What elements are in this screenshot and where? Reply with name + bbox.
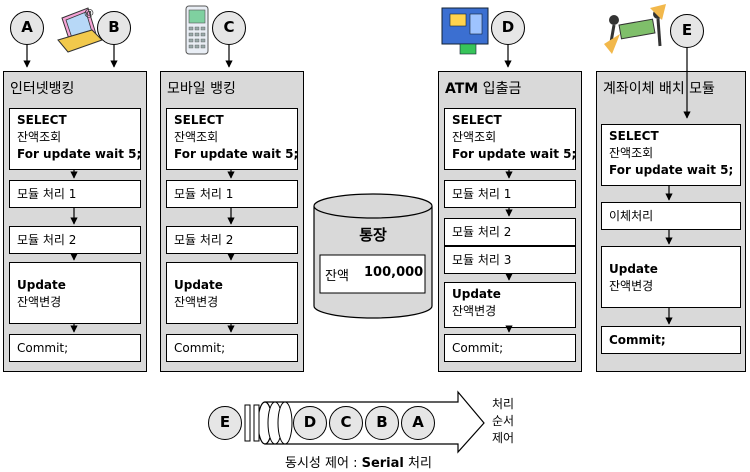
update-desc: 잔액변경 <box>174 295 219 309</box>
commit-box: Commit; <box>444 334 576 362</box>
update-desc: 잔액변경 <box>17 295 62 309</box>
select-lock-clause: For update wait 5; <box>452 147 576 161</box>
select-lock-clause: For update wait 5; <box>609 163 734 177</box>
select-box: SELECT 잔액조회 For update wait 5; <box>9 108 141 170</box>
atm-panel: ATM 입출금 SELECT 잔액조회 For update wait 5; 모… <box>438 71 582 372</box>
module-1-box: 모듈 처리 1 <box>444 180 576 208</box>
select-lock-clause: For update wait 5; <box>174 147 298 161</box>
select-keyword: SELECT <box>452 113 502 127</box>
label-e-circle: E <box>670 14 704 48</box>
label-c-circle: C <box>212 11 246 45</box>
update-desc: 잔액변경 <box>452 304 497 318</box>
label-b-circle: B <box>97 11 131 45</box>
panel-title: ATM 입출금 <box>445 78 521 98</box>
update-box: Update 잔액변경 <box>166 262 298 324</box>
queue-b-circle: B <box>365 406 399 440</box>
select-box: SELECT 잔액조회 For update wait 5; <box>601 124 741 186</box>
queue-c-circle: C <box>329 406 363 440</box>
queue-a-circle: A <box>401 406 435 440</box>
module-1-box: 모듈 처리 1 <box>9 180 141 208</box>
side-label-line3: 제어 <box>492 431 515 445</box>
panel-title-rest: 입출금 <box>478 81 522 97</box>
update-box: Update 잔액변경 <box>9 262 141 324</box>
label-a-circle: A <box>10 11 44 45</box>
commit-box: Commit; <box>9 334 141 362</box>
svg-text:@: @ <box>84 8 94 19</box>
select-desc: 잔액조회 <box>609 146 654 160</box>
module-2-box: 모듈 처리 2 <box>166 226 298 254</box>
balance-value: 100,000 <box>364 265 424 280</box>
caption-bold: Serial <box>361 456 404 471</box>
select-desc: 잔액조회 <box>17 130 62 144</box>
panel-title: 모바일 뱅킹 <box>167 81 236 97</box>
money-transfer-people-icon <box>604 4 666 54</box>
update-box: Update 잔액변경 <box>601 246 741 308</box>
module-1-box: 모듈 처리 1 <box>166 180 298 208</box>
balance-label: 잔액 <box>325 269 349 284</box>
update-keyword: Update <box>17 278 66 292</box>
side-label-line2: 순서 <box>492 414 515 428</box>
commit-box: Commit; <box>601 326 741 354</box>
select-box: SELECT 잔액조회 For update wait 5; <box>166 108 298 170</box>
queue-caption: 동시성 제어 : Serial 처리 <box>285 452 432 471</box>
update-desc: 잔액변경 <box>609 279 654 293</box>
update-keyword: Update <box>452 287 501 301</box>
panel-title-bold: ATM <box>445 81 479 97</box>
transfer-box: 이체처리 <box>601 202 741 230</box>
caption-prefix: 동시성 제어 : <box>285 456 362 471</box>
update-keyword: Update <box>609 262 658 276</box>
select-keyword: SELECT <box>609 129 659 143</box>
side-label-line1: 처리 <box>492 397 515 411</box>
caption-suffix: 처리 <box>403 456 432 471</box>
label-d-circle: D <box>491 11 525 45</box>
module-2-box: 모듈 처리 2 <box>444 218 576 246</box>
atm-icon <box>441 7 489 55</box>
mobile-phone-icon <box>185 5 209 55</box>
queue-d-circle: D <box>293 406 327 440</box>
account-title: 통장 <box>359 226 387 244</box>
select-desc: 잔액조회 <box>452 130 497 144</box>
module-3-box: 모듈 처리 3 <box>444 246 576 274</box>
commit-box: Commit; <box>166 334 298 362</box>
queue-side-label: 처리 순서 제어 <box>492 396 514 447</box>
module-2-box: 모듈 처리 2 <box>9 226 141 254</box>
select-keyword: SELECT <box>17 113 67 127</box>
select-desc: 잔액조회 <box>174 130 219 144</box>
queue-e-circle: E <box>208 406 242 440</box>
select-keyword: SELECT <box>174 113 224 127</box>
laptop-icon: @ <box>57 7 103 53</box>
panel-title: 인터넷뱅킹 <box>10 81 75 97</box>
internet-banking-panel: 인터넷뱅킹 SELECT 잔액조회 For update wait 5; 모듈 … <box>3 71 147 372</box>
select-box: SELECT 잔액조회 For update wait 5; <box>444 108 576 170</box>
update-keyword: Update <box>174 278 223 292</box>
select-lock-clause: For update wait 5; <box>17 147 141 161</box>
